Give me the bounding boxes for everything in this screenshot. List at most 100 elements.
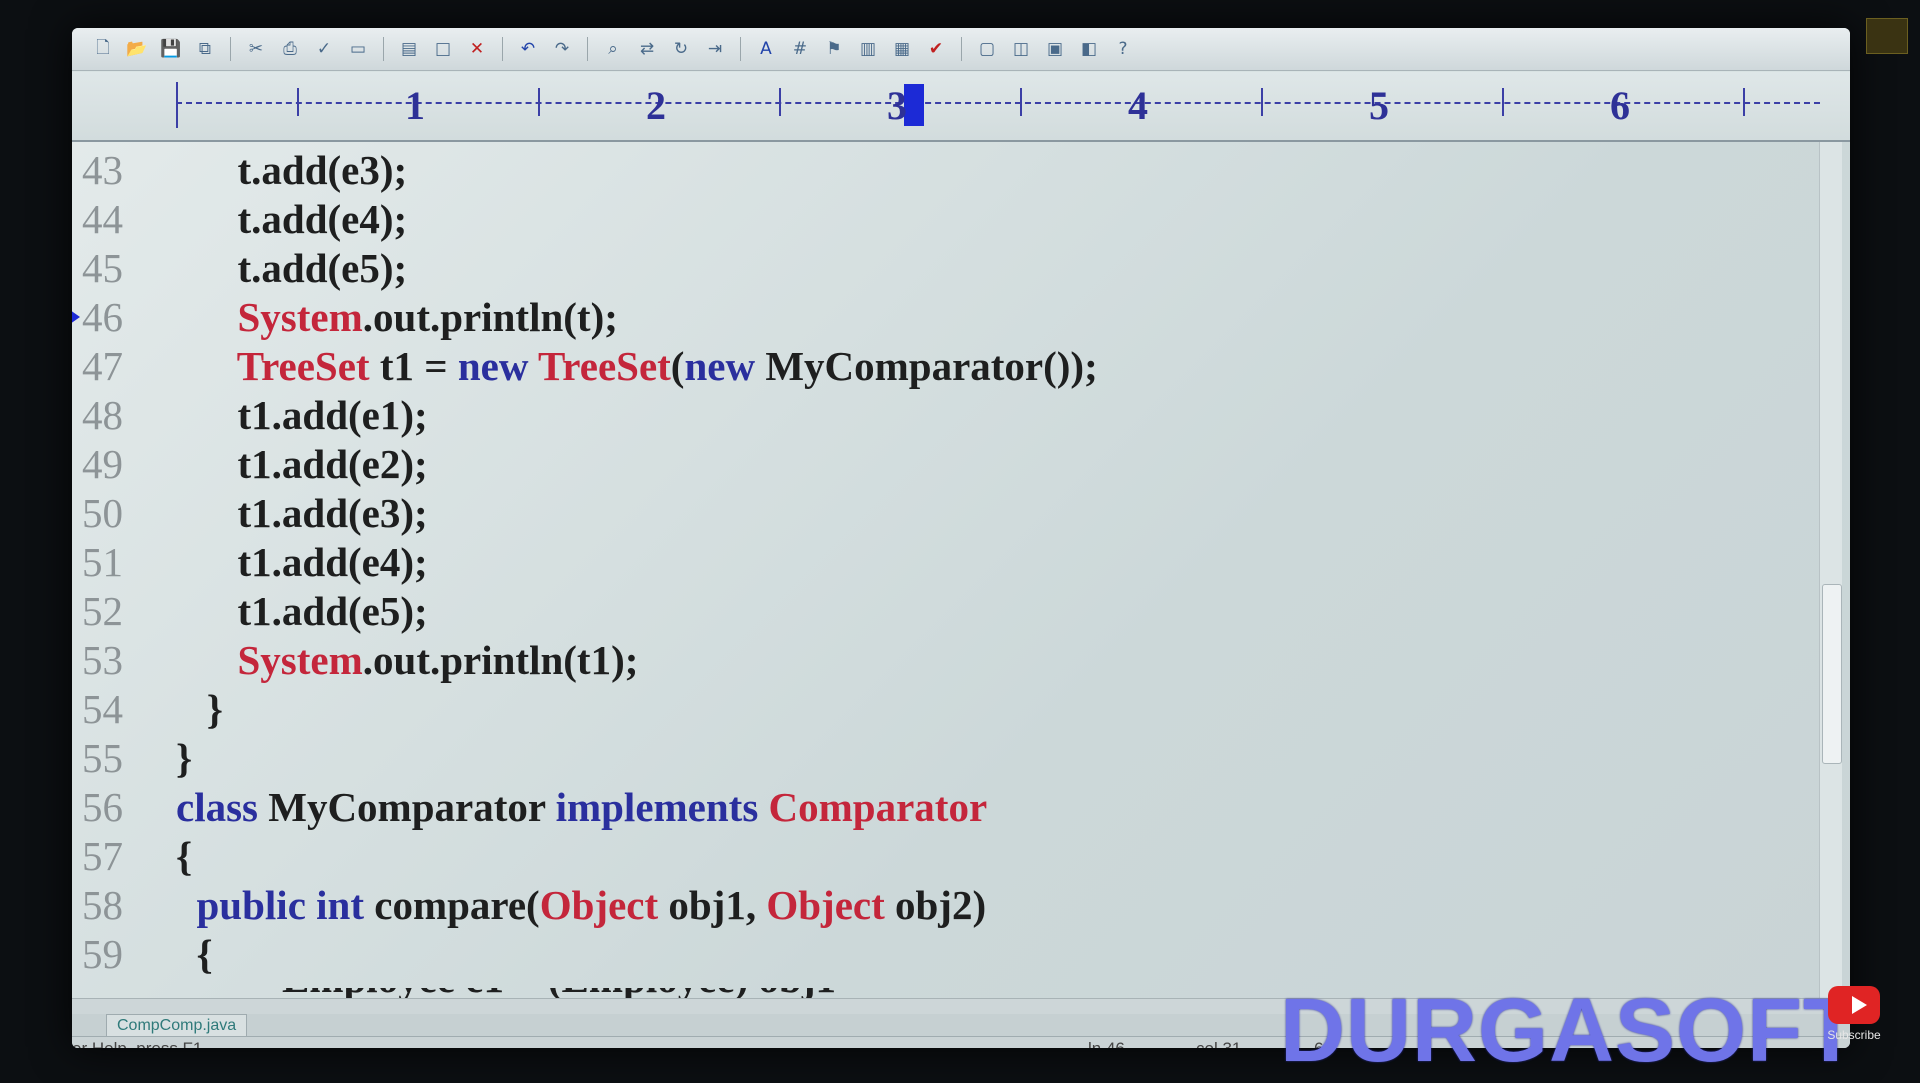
code-token: MyComparator (258, 784, 556, 830)
code-line[interactable]: 52 t1.add(e5); (72, 587, 1772, 636)
help-icon[interactable]: ? (1118, 39, 1128, 59)
code-text: System.out.println(t); (176, 293, 618, 342)
code-line[interactable]: 54 } (72, 685, 1772, 734)
save-all-icon[interactable]: ⧉ (198, 39, 212, 59)
toolbar-separator (383, 37, 384, 61)
current-line-marker-icon (72, 310, 80, 324)
redo-icon[interactable]: ↷ (554, 39, 570, 59)
type-token: TreeSet (537, 343, 671, 389)
clear-icon[interactable]: □ (434, 39, 452, 59)
code-token: t1.add(e5); (176, 588, 428, 634)
keyword-token: new (684, 343, 756, 389)
check-icon[interactable]: ✔ (928, 39, 944, 59)
font-icon[interactable]: A (760, 39, 772, 59)
replace-icon[interactable]: ↻ (673, 39, 689, 59)
code-line[interactable]: 43 t.add(e3); (72, 146, 1772, 195)
new-file-icon[interactable]: 🗋 (96, 37, 110, 58)
spellcheck-icon[interactable]: ✓ (316, 39, 332, 59)
bookmark-icon[interactable]: ⚑ (826, 39, 842, 59)
status-column-number: col 31 (1196, 1039, 1241, 1048)
code-line[interactable]: 49 t1.add(e2); (72, 440, 1772, 489)
line-number: 54 (82, 686, 123, 732)
code-token: t1.add(e2); (176, 441, 428, 487)
code-token: t1 = (369, 343, 458, 389)
line-number: 48 (82, 392, 123, 438)
ruler-label: 5 (1369, 83, 1389, 128)
delete-icon[interactable]: ✕ (469, 39, 485, 59)
line-number: 55 (82, 735, 123, 781)
window2-icon[interactable]: ◫ (1012, 39, 1030, 59)
code-text: TreeSet t1 = new TreeSet(new MyComparato… (176, 342, 1098, 391)
toolbar-separator (502, 37, 503, 61)
indent-icon[interactable]: ⇥ (707, 39, 723, 59)
code-token: MyComparator()); (755, 343, 1098, 389)
scrollbar-thumb[interactable] (1822, 584, 1842, 764)
code-line[interactable]: 44 t.add(e4); (72, 195, 1772, 244)
window4-icon[interactable]: ◧ (1080, 39, 1098, 59)
ruler-label: 2 (646, 83, 666, 128)
code-token: t.add(e4); (176, 196, 408, 242)
type-token: System (237, 294, 363, 340)
line-number: 49 (82, 441, 123, 487)
code-token: .out.println(t1); (362, 637, 639, 683)
keyword-token: public (196, 882, 306, 928)
code-line[interactable]: 55} (72, 734, 1772, 783)
code-text: t.add(e3); (176, 146, 408, 195)
code-token: t1.add(e3); (176, 490, 428, 536)
code-line[interactable]: 46 System.out.println(t); (72, 293, 1772, 342)
code-token: { (176, 931, 213, 977)
code-line[interactable]: 51 t1.add(e4); (72, 538, 1772, 587)
find-icon[interactable]: ⌕ (608, 39, 618, 59)
code-text: { (176, 930, 213, 979)
code-line[interactable]: 57{ (72, 832, 1772, 881)
open-folder-icon[interactable]: 📂 (126, 39, 148, 59)
type-token: Object (766, 882, 885, 928)
columns-icon[interactable]: ▥ (859, 39, 877, 59)
tab-compcomp-java[interactable]: CompComp.java (106, 1014, 248, 1037)
code-line[interactable]: 47 TreeSet t1 = new TreeSet(new MyCompar… (72, 342, 1772, 391)
type-token: TreeSet (236, 343, 370, 389)
line-number: 59 (82, 931, 123, 977)
vertical-scrollbar[interactable] (1819, 142, 1842, 1002)
code-token: t1.add(e1); (176, 392, 428, 438)
grid-icon[interactable]: ▦ (893, 39, 911, 59)
code-token (176, 637, 238, 683)
code-token: t.add(e3); (176, 147, 408, 193)
preview-icon[interactable]: ▭ (349, 39, 367, 59)
window3-icon[interactable]: ▣ (1046, 39, 1064, 59)
window1-icon[interactable]: ▢ (978, 39, 996, 59)
horizontal-scrollbar[interactable] (72, 998, 1850, 1015)
keyword-token: implements (555, 784, 759, 830)
code-editor[interactable]: Employee e1 = (Employee) obj1 43 t.add(e… (72, 142, 1850, 998)
status-bar: or Help, press F1 ln 46 col 31 6 (72, 1036, 1850, 1048)
cut-disabled-icon[interactable]: ✂ (248, 39, 264, 59)
ruler-tick (1501, 88, 1504, 116)
code-token: } (176, 735, 193, 781)
save-icon[interactable]: 💾 (160, 39, 182, 59)
line-number: 43 (82, 147, 123, 193)
subscribe-label: Subscribe (1827, 1028, 1881, 1042)
find-replace-icon[interactable]: ⇄ (639, 39, 655, 59)
print-icon[interactable]: ⎙ (283, 39, 297, 59)
hex-icon[interactable]: # (792, 39, 808, 59)
code-line[interactable]: 48 t1.add(e1); (72, 391, 1772, 440)
code-token (306, 882, 316, 928)
code-token: t1.add(e4); (176, 539, 428, 585)
code-text: t1.add(e3); (176, 489, 428, 538)
ruler-tick (537, 88, 540, 116)
code-line[interactable]: 53 System.out.println(t1); (72, 636, 1772, 685)
code-token: obj1, (658, 882, 767, 928)
undo-icon[interactable]: ↶ (520, 39, 536, 59)
ruler-track (176, 102, 1820, 104)
code-line[interactable]: 45 t.add(e5); (72, 244, 1772, 293)
code-line[interactable]: 58 public int compare(Object obj1, Objec… (72, 881, 1772, 930)
code-text: t.add(e4); (176, 195, 408, 244)
ruler-tick (1260, 88, 1263, 116)
paste-disabled-icon[interactable]: ▤ (400, 39, 418, 59)
code-line[interactable]: 59 { (72, 930, 1772, 979)
subscribe-button[interactable]: Subscribe (1824, 986, 1884, 1046)
code-text: t.add(e5); (176, 244, 408, 293)
code-line[interactable]: 50 t1.add(e3); (72, 489, 1772, 538)
